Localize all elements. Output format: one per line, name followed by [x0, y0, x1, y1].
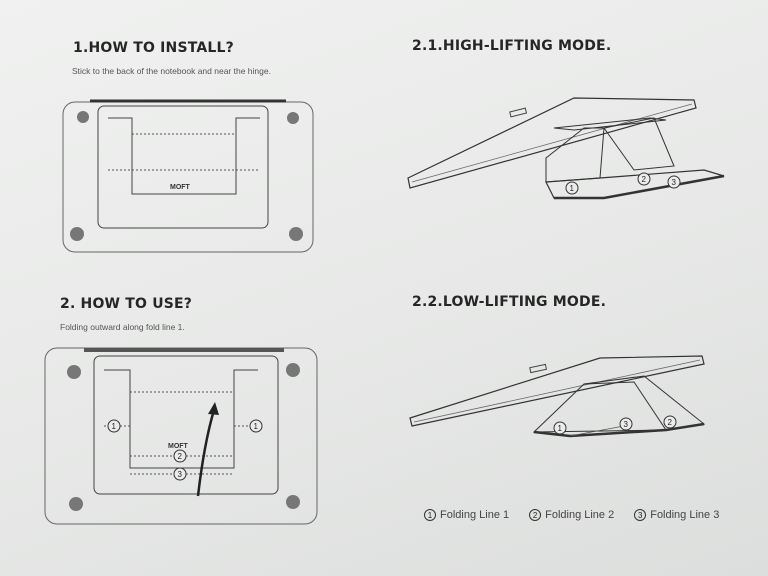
svg-text:1: 1	[254, 422, 259, 431]
fold-line-2-marker: 2	[637, 172, 651, 186]
legend-number-2: 2	[529, 509, 542, 521]
legend-number-3: 3	[634, 509, 647, 521]
legend-item-folding-line-1: 1 Folding Line 1	[424, 509, 509, 521]
legend-item-folding-line-2: 2 Folding Line 2	[529, 509, 614, 521]
laptop-foot-icon	[70, 227, 84, 241]
laptop-foot-icon	[286, 363, 300, 377]
low-lifting-diagram: 1 3 2	[409, 355, 706, 438]
high-lifting-heading: 2.1.HIGH-LIFTING MODE.	[412, 38, 612, 54]
legend-label-1: Folding Line 1	[440, 509, 510, 521]
legend-item-folding-line-3: 3 Folding Line 3	[634, 509, 719, 521]
fold-line-3-marker: 3	[667, 175, 681, 189]
svg-text:1: 1	[112, 422, 117, 431]
svg-text:3: 3	[672, 178, 677, 187]
legend-number-1: 1	[424, 509, 436, 521]
fold-line-2-marker: 2	[663, 415, 677, 429]
laptop-foot-icon	[77, 111, 89, 123]
laptop-foot-icon	[69, 497, 83, 511]
laptop-foot-icon	[286, 495, 300, 509]
use-heading: 2. HOW TO USE?	[60, 296, 193, 312]
fold-line-1-marker: 1	[107, 419, 121, 433]
svg-text:3: 3	[178, 470, 183, 479]
svg-text:2: 2	[642, 175, 647, 184]
use-diagram: MOFT 1 1 2 3	[44, 347, 318, 525]
fold-line-1-marker: 1	[553, 421, 567, 435]
legend-label-2: Folding Line 2	[545, 509, 615, 521]
svg-text:1: 1	[558, 424, 563, 433]
fold-line-2-marker: 2	[173, 449, 187, 463]
fold-line-3-marker: 3	[173, 467, 187, 481]
svg-text:2: 2	[178, 452, 183, 461]
fold-line-3-marker: 3	[619, 417, 633, 431]
install-heading: 1.HOW TO INSTALL?	[73, 40, 234, 56]
fold-direction-arrow-icon	[196, 409, 216, 497]
install-description: Stick to the back of the notebook and ne…	[72, 66, 271, 76]
svg-text:1: 1	[570, 184, 575, 193]
fold-line-1-marker: 1	[249, 419, 263, 433]
laptop-foot-icon	[289, 227, 303, 241]
install-diagram: MOFT	[62, 99, 314, 253]
laptop-foot-icon	[287, 112, 299, 124]
high-lifting-diagram: 1 2 3	[407, 97, 725, 200]
svg-text:3: 3	[624, 420, 629, 429]
fold-line-1-marker: 1	[565, 181, 579, 195]
use-description: Folding outward along fold line 1.	[60, 322, 185, 332]
laptop-foot-icon	[67, 365, 81, 379]
legend-label-3: Folding Line 3	[650, 509, 720, 521]
moft-logo: MOFT	[168, 443, 189, 450]
moft-logo: MOFT	[170, 184, 191, 191]
folding-line-legend: 1 Folding Line 1 2 Folding Line 2 3 Fold…	[424, 506, 754, 524]
svg-text:2: 2	[668, 418, 673, 427]
low-lifting-heading: 2.2.LOW-LIFTING MODE.	[412, 294, 607, 310]
